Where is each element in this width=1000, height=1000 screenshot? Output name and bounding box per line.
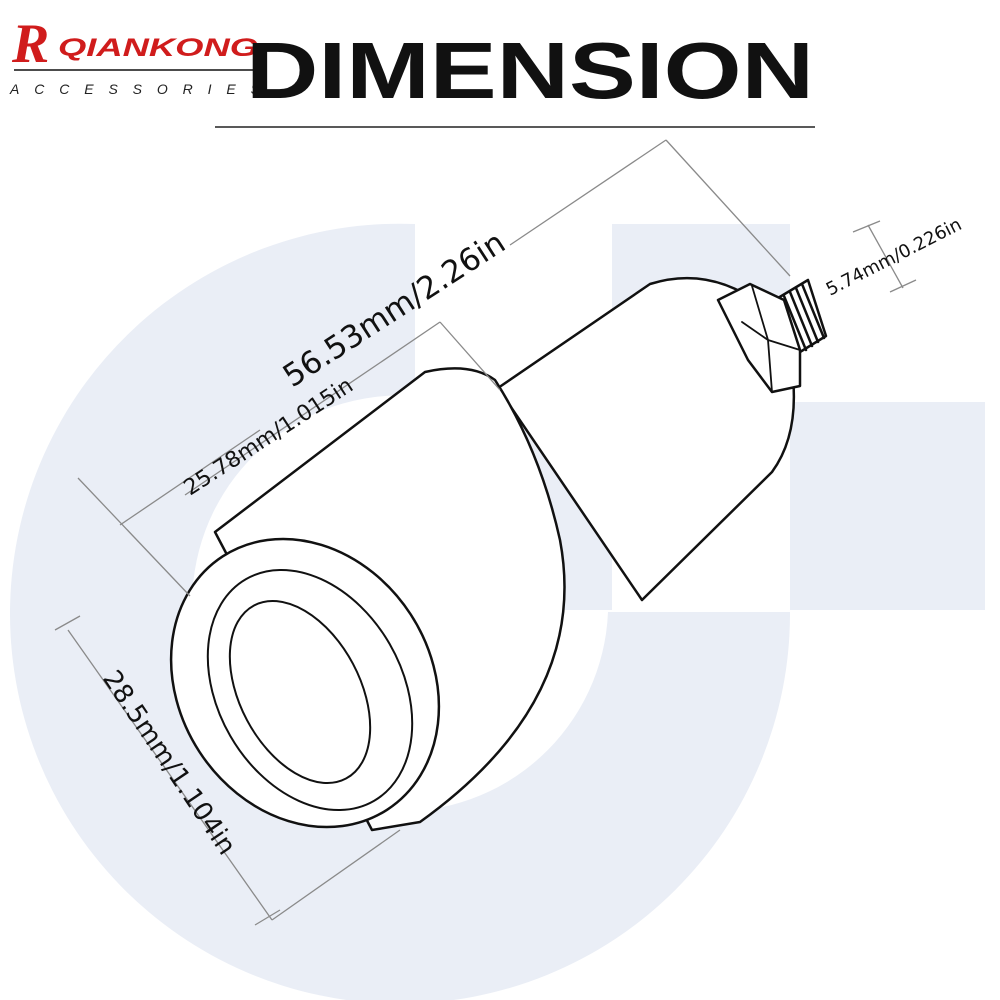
brand-subtitle: ACCESSORIES bbox=[9, 81, 261, 97]
hex-nut bbox=[716, 282, 802, 394]
front-face-center bbox=[228, 600, 372, 784]
thread-label: 5.74mm/0.226in bbox=[823, 214, 965, 300]
page-title: DIMENSION bbox=[246, 26, 814, 115]
bar-end-drawing bbox=[169, 276, 828, 832]
watermark-square-3 bbox=[790, 402, 985, 610]
dimension-lines bbox=[54, 139, 917, 926]
watermark-arc bbox=[10, 223, 791, 1000]
brand-name: QIANKONG bbox=[58, 34, 258, 62]
brand-logo: R QIANKONG ACCESSORIES bbox=[9, 13, 262, 97]
brand-initial: R bbox=[11, 13, 49, 75]
